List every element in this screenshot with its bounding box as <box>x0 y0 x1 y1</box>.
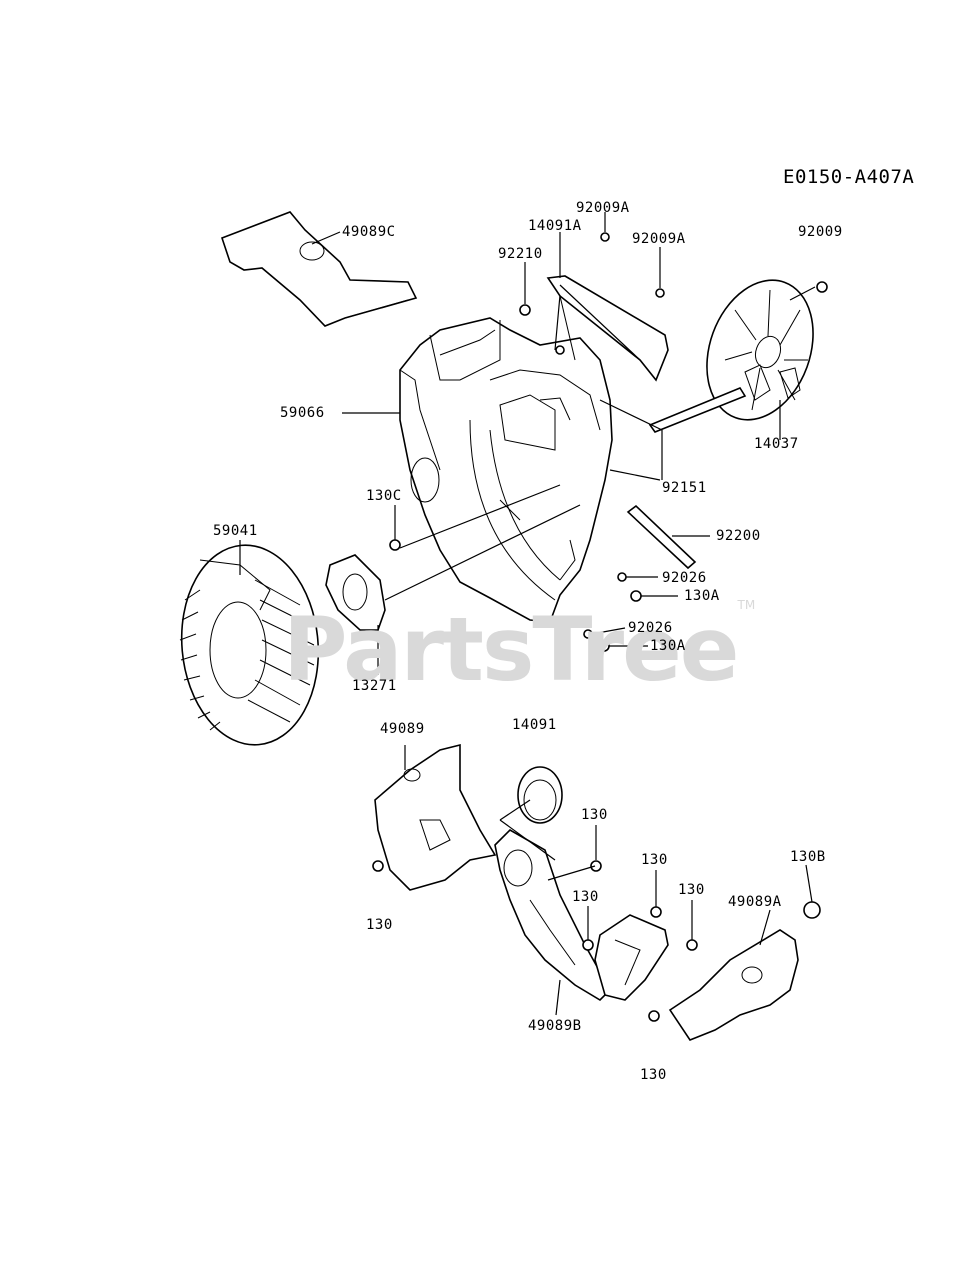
part-49089b-bracket[interactable] <box>494 829 611 1002</box>
label-130c[interactable]: 130C <box>366 488 402 504</box>
label-92026-lower[interactable]: 92026 <box>628 620 673 636</box>
label-92151[interactable]: 92151 <box>662 480 707 496</box>
part-59066-fan-housing[interactable] <box>399 317 613 623</box>
diagram-code: E0150-A407A <box>783 166 915 188</box>
label-59066[interactable]: 59066 <box>280 405 325 421</box>
label-92210[interactable]: 92210 <box>498 246 543 262</box>
label-130-a[interactable]: 130 <box>581 807 608 823</box>
part-49089c-plate[interactable] <box>220 211 418 327</box>
label-92009[interactable]: 92009 <box>798 224 843 240</box>
label-130a-lower[interactable]: 130A <box>650 638 686 654</box>
label-130-c[interactable]: 130 <box>572 889 599 905</box>
label-49089[interactable]: 49089 <box>380 721 425 737</box>
part-49089a-cover[interactable] <box>668 929 799 1041</box>
part-92200-strap[interactable] <box>626 504 697 570</box>
label-49089b[interactable]: 49089B <box>528 1018 582 1034</box>
label-130-d[interactable]: 130 <box>678 882 705 898</box>
label-59041[interactable]: 59041 <box>213 523 258 539</box>
part-14091-ring[interactable] <box>517 766 563 824</box>
fasteners <box>372 232 828 1022</box>
label-92026-upper[interactable]: 92026 <box>662 570 707 586</box>
label-130-b[interactable]: 130 <box>641 852 668 868</box>
label-14091[interactable]: 14091 <box>512 717 557 733</box>
label-92009a-right[interactable]: 92009A <box>632 231 686 247</box>
label-92200[interactable]: 92200 <box>716 528 761 544</box>
label-14037[interactable]: 14037 <box>754 436 799 452</box>
part-92151-shaft[interactable] <box>648 387 747 433</box>
label-49089c[interactable]: 49089C <box>342 224 396 240</box>
part-mid-bracket[interactable] <box>594 914 669 1001</box>
label-130a-upper[interactable]: 130A <box>684 588 720 604</box>
part-49089-cover[interactable] <box>374 743 497 891</box>
label-92009a-top[interactable]: 92009A <box>576 200 630 216</box>
leader-lines <box>239 212 816 1016</box>
label-14091a[interactable]: 14091A <box>528 218 582 234</box>
part-59041-fan[interactable] <box>174 539 327 750</box>
watermark: PartsTreeTM <box>283 598 756 701</box>
label-130-f[interactable]: 130 <box>640 1067 667 1083</box>
label-13271[interactable]: 13271 <box>352 678 397 694</box>
part-14037-screen[interactable] <box>688 265 831 435</box>
label-130b[interactable]: 130B <box>790 849 826 865</box>
label-49089a[interactable]: 49089A <box>728 894 782 910</box>
label-130-e[interactable]: 130 <box>366 917 393 933</box>
